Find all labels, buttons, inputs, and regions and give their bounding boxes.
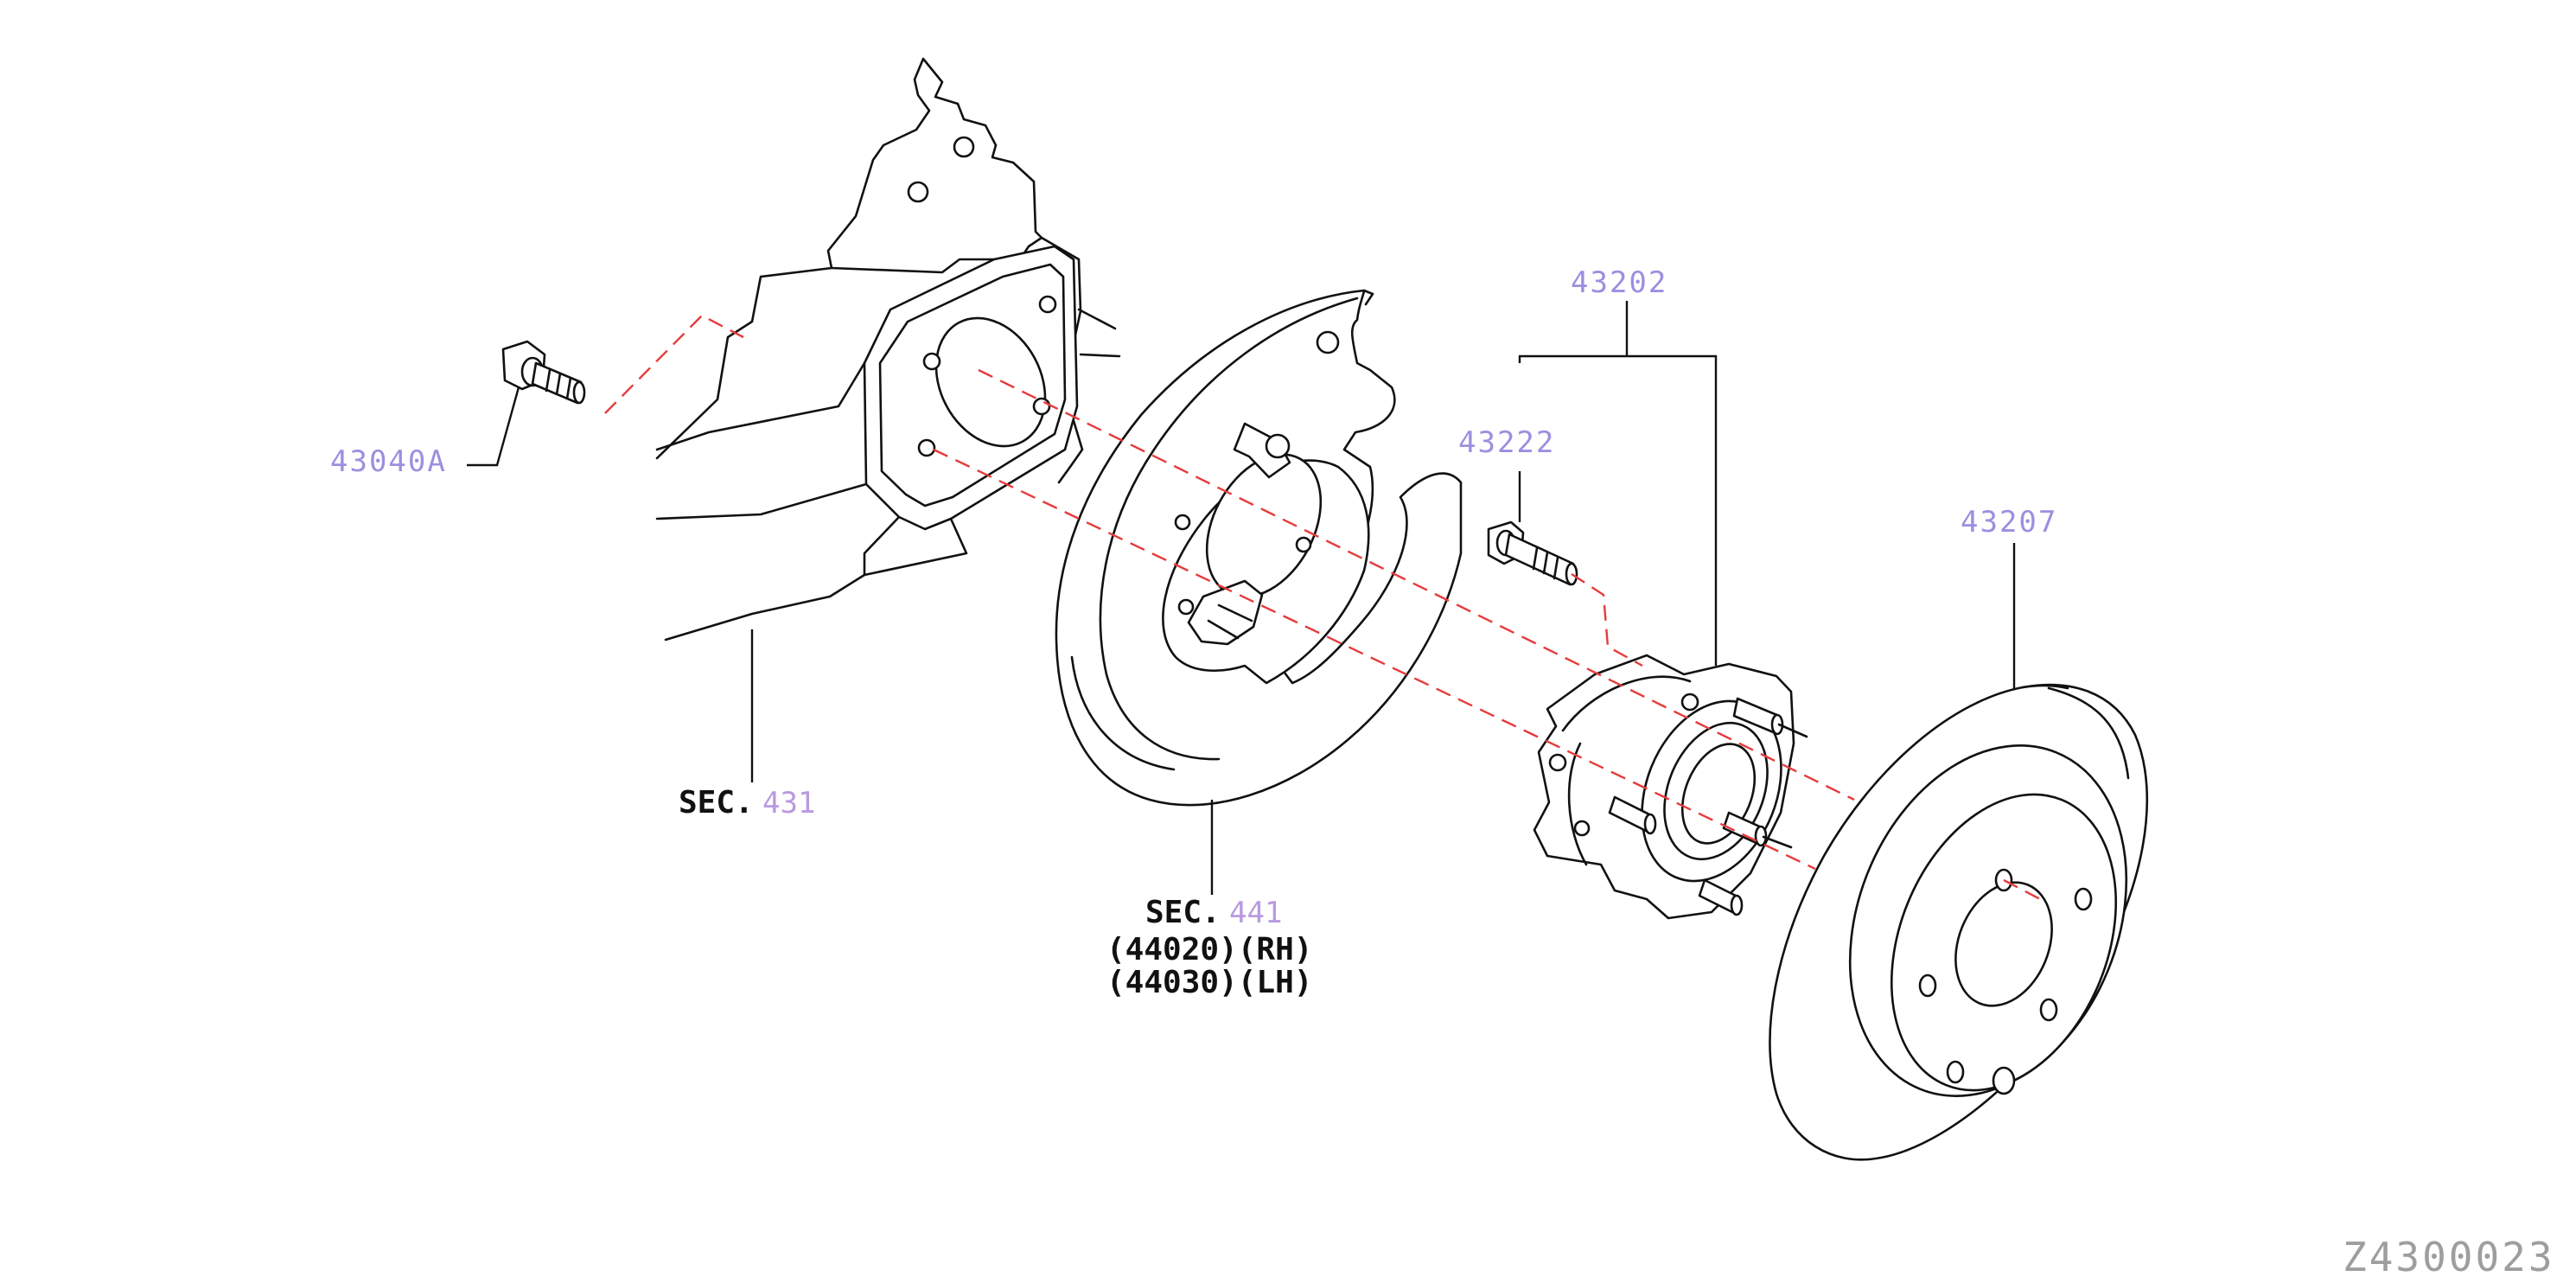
part-number-43207: 43207 (1961, 505, 2057, 539)
alignment-line (2003, 878, 2041, 901)
hub-assembly-part (1533, 654, 1808, 920)
alignment-lines (604, 314, 2041, 901)
alignment-line (933, 448, 1816, 871)
section-441-number: 441 (1229, 896, 1282, 930)
part-number-43040a: 43040A (330, 444, 447, 479)
hub-bolt-part (501, 340, 586, 405)
alignment-line (1571, 572, 1643, 667)
section-441-code-rh: (44020)(RH) (1106, 932, 1312, 967)
alignment-line (978, 368, 1855, 801)
brake-rotor-part (1769, 683, 2149, 1161)
wheel-stud-part (1487, 520, 1578, 586)
section-441-code-lh: (44030)(LH) (1106, 965, 1312, 1000)
backing-plate-part (1055, 289, 1463, 807)
labels: 43040A 43202 43222 43207 SEC. 431 SEC. 4… (330, 265, 2555, 1280)
part-number-43202: 43202 (1571, 265, 1667, 300)
knuckle-housing (655, 57, 1121, 642)
diagram-code: Z4300023 (2343, 1234, 2555, 1280)
section-441-prefix: SEC. (1145, 895, 1221, 930)
section-431-number: 431 (762, 786, 815, 820)
leader-lines (467, 301, 2016, 895)
part-number-43222: 43222 (1458, 425, 1555, 460)
section-431-prefix: SEC. (679, 785, 754, 820)
